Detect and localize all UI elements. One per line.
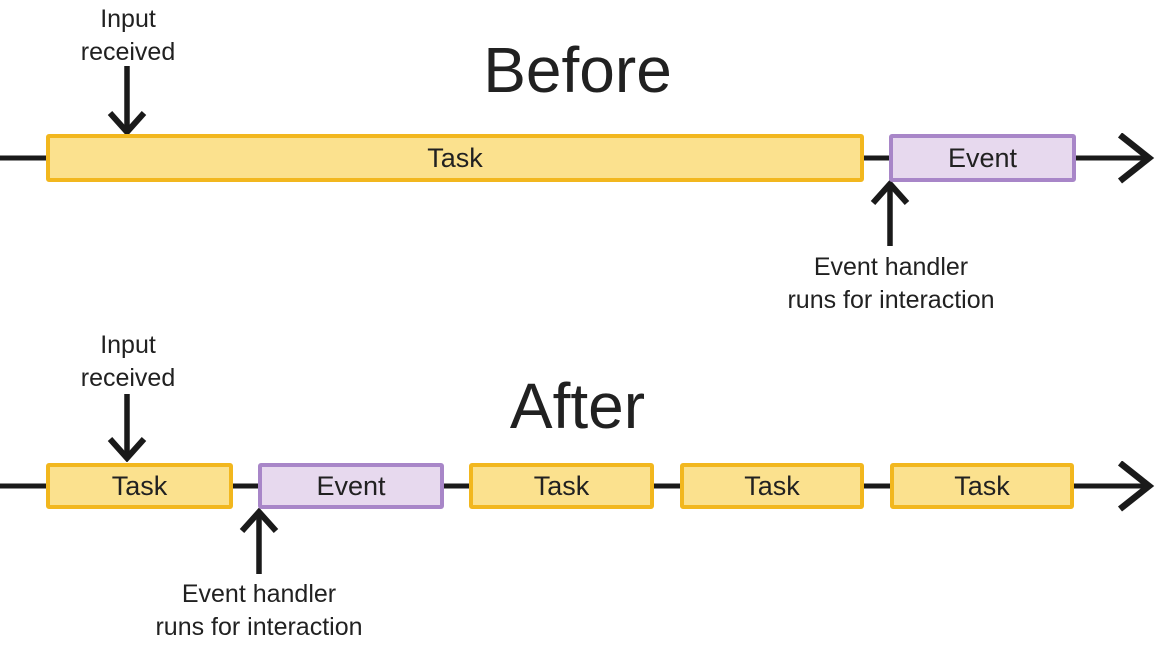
after-task-bar-4: Task	[890, 463, 1074, 509]
before-input-label: Input received	[81, 3, 176, 69]
after-input-label-line1: Input	[100, 331, 156, 359]
before-event-bar: Event	[889, 134, 1076, 182]
after-title: After	[509, 370, 646, 442]
before-handler-label-line2: runs for interaction	[787, 286, 995, 314]
after-task-bar-1: Task	[46, 463, 233, 509]
after-event-bar-label: Event	[316, 470, 386, 501]
before-title: Before	[483, 34, 672, 106]
after-input-label-line2: received	[80, 364, 176, 392]
after-handler-label-line1: Event handler	[181, 580, 337, 608]
after-input-label: Input received	[81, 329, 176, 395]
after-task-bar-4-label: Task	[954, 470, 1010, 501]
before-input-arrow-down-icon	[107, 66, 147, 136]
after-handler-label-line2: runs for interaction	[155, 613, 363, 641]
before-handler-label: Event handler runs for interaction	[787, 251, 994, 317]
after-handler-label: Event handler runs for interaction	[155, 578, 362, 644]
before-input-label-line2: received	[80, 38, 176, 66]
before-task-bar: Task	[46, 134, 864, 182]
before-input-label-line1: Input	[100, 5, 156, 33]
after-event-bar: Event	[258, 463, 444, 509]
after-task-bar-3: Task	[680, 463, 864, 509]
before-handler-arrow-up-icon	[870, 180, 910, 246]
before-handler-label-line1: Event handler	[813, 253, 969, 281]
after-handler-arrow-up-icon	[239, 508, 279, 574]
before-event-bar-label: Event	[947, 142, 1018, 173]
after-task-bar-1-label: Task	[111, 470, 168, 501]
after-task-bar-2-label: Task	[533, 470, 590, 501]
after-task-bar-2: Task	[469, 463, 654, 509]
after-task-bar-3-label: Task	[744, 470, 800, 501]
after-input-arrow-down-icon	[107, 394, 147, 462]
before-task-bar-label: Task	[427, 142, 483, 173]
